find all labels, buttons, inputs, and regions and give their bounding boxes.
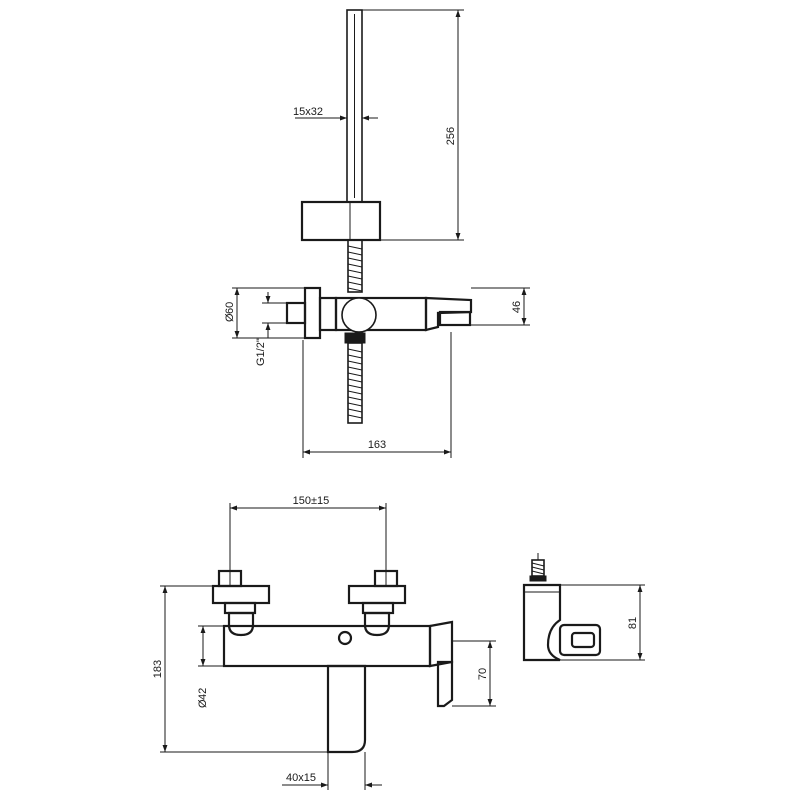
dim-handle-section: 40x15 (286, 772, 316, 784)
mixer-body-front (222, 624, 432, 668)
dimensions-top: 15x32 256 Ø 60 G1/2" 46 163 (224, 9, 530, 458)
dim-inlet-thread: G1/2" (255, 338, 267, 366)
body-top-view (285, 286, 473, 424)
hose-upper (347, 239, 363, 293)
side-lever (558, 623, 602, 657)
dim-flange-diameter: 60 (224, 302, 236, 314)
body-end-cap (428, 620, 454, 668)
front-view (211, 569, 454, 754)
spout (424, 296, 473, 332)
flange-nut (318, 296, 338, 332)
dim-handle-height: 70 (477, 668, 489, 680)
inlet-stub (285, 301, 307, 325)
diverter-knob (341, 297, 377, 333)
dim-inlet-spacing: 150±15 (293, 495, 330, 507)
hand-shower-view (300, 9, 382, 293)
dim-hose-section: 15x32 (293, 106, 323, 118)
hose-lower (347, 342, 363, 424)
dim-shower-height: 256 (445, 127, 457, 145)
dim-spout-height: 46 (511, 301, 523, 313)
shower-holder (300, 200, 382, 242)
dim-body-diameter: 42 (197, 688, 209, 700)
dim-diameter-symbol-2: Ø (197, 699, 209, 708)
dim-body-height: 183 (152, 660, 164, 678)
side-view (522, 553, 602, 662)
dimensions-side: 81 (560, 584, 645, 661)
dim-total-width: 163 (368, 439, 386, 451)
side-body (522, 583, 562, 662)
side-inlet (529, 553, 547, 582)
dim-side-height: 81 (627, 617, 639, 629)
hose-connector (344, 332, 366, 344)
wall-flange (303, 286, 322, 340)
dimensions-front: 150±15 183 Ø 42 70 40x15 (152, 495, 496, 790)
diverter-hole (337, 630, 353, 646)
lever-handle (436, 660, 454, 708)
dim-diameter-symbol: Ø (224, 313, 236, 322)
left-inlet (211, 569, 271, 637)
spout-front (326, 664, 367, 754)
